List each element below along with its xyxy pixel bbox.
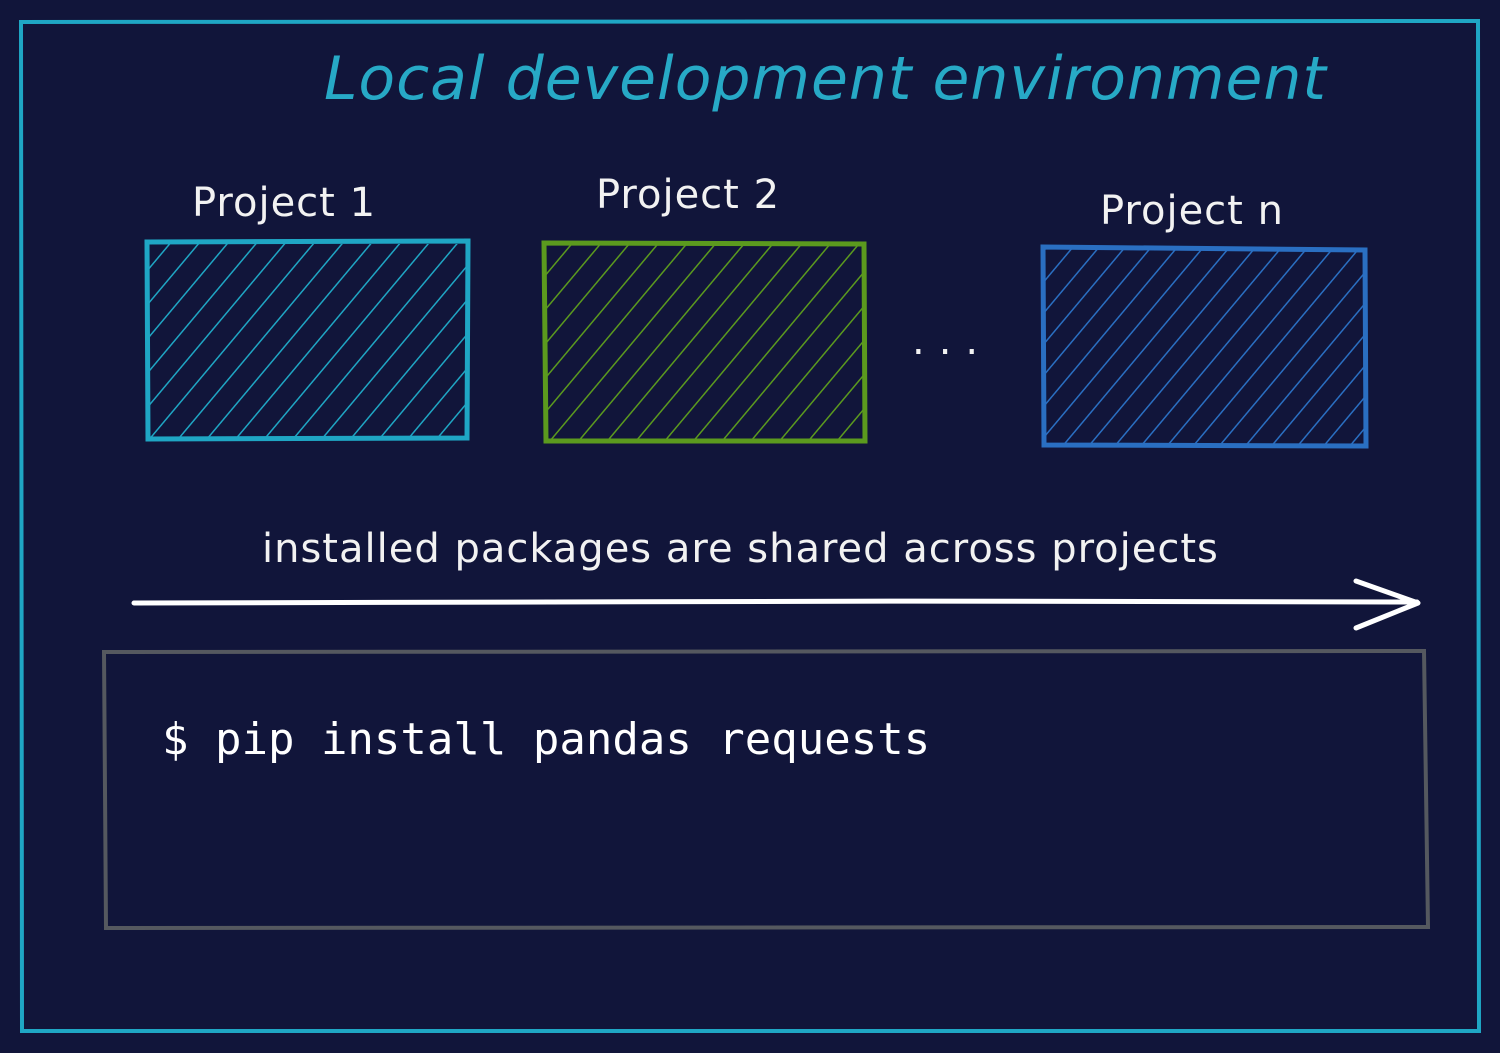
outer-frame	[18, 18, 1482, 1033]
project-1-label: Project 1	[192, 180, 377, 226]
diagram-title: Local development environment	[324, 44, 1327, 114]
terminal-box	[101, 648, 1431, 931]
project-n-label: Project n	[1100, 188, 1284, 234]
shared-arrow	[131, 578, 1421, 631]
shared-packages-caption: installed packages are shared across pro…	[262, 526, 1219, 572]
ellipsis: ...	[912, 318, 993, 364]
pip-install-command: $ pip install pandas requests	[162, 714, 931, 765]
project-n-box	[1040, 244, 1369, 449]
project-2-box	[541, 240, 868, 444]
project-1-box	[144, 238, 471, 442]
project-2-label: Project 2	[596, 172, 781, 218]
